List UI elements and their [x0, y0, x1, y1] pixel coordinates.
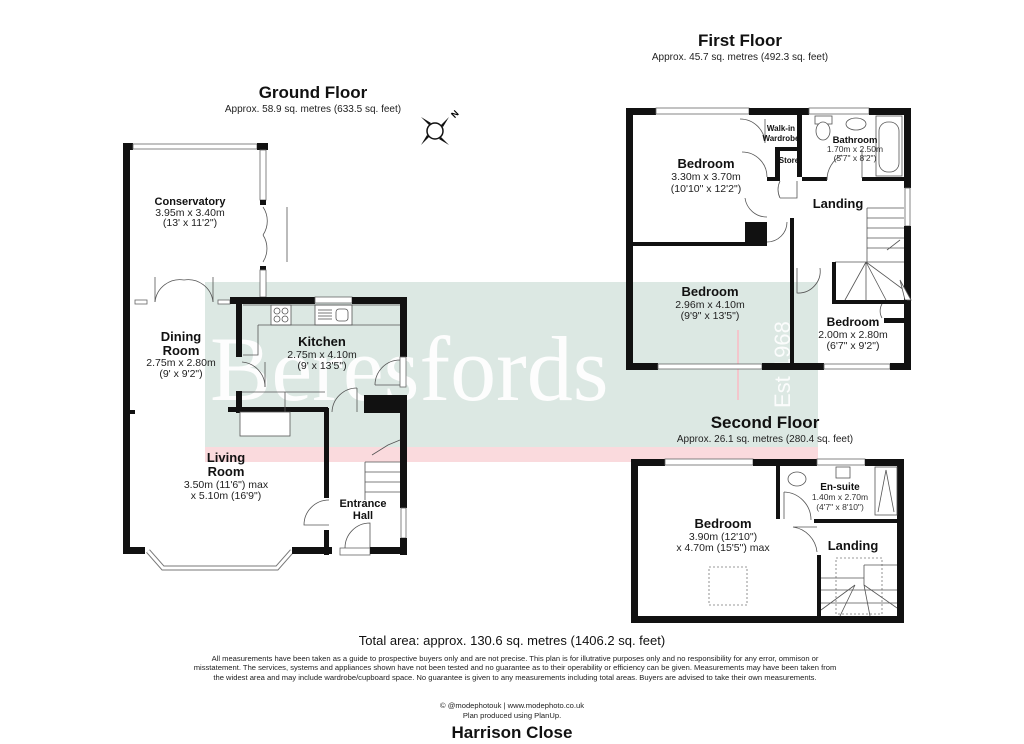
room-dims-bedroom-1-ft: (10'10" x 12'2"): [671, 183, 741, 195]
disclaimer: All measurements have been taken as a gu…: [193, 654, 837, 682]
room-label-bathroom: Bathroom: [833, 135, 878, 146]
compass-north-label: N: [449, 108, 461, 120]
credit: © @modephotouk | www.modephoto.co.uk Pla…: [0, 701, 1024, 720]
room-label-bedroom-4: Bedroom: [694, 516, 751, 531]
room-dims-bedroom-1-m: 3.30m x 3.70m: [671, 171, 741, 183]
room-dims-living-2: x 5.10m (16'9"): [191, 490, 262, 502]
first-floor-labels: Bedroom 3.30m x 3.70m (10'10" x 12'2") W…: [671, 124, 888, 352]
stairs-second: [820, 557, 898, 617]
room-dims-bedroom-3-m: 2.00m x 2.80m: [818, 329, 888, 341]
room-dims-ensuite-ft: (4'7" x 8'10"): [816, 502, 864, 512]
room-label-store: Store: [779, 156, 800, 165]
watermark-brand: Beresfords: [210, 318, 609, 420]
room-label-dining-1: Dining: [161, 329, 201, 344]
second-floor-labels: Bedroom 3.90m (12'10") x 4.70m (15'5") m…: [676, 482, 878, 554]
room-label-wardrobe-2: Wardrobe: [762, 134, 800, 143]
room-label-hall-1: Entrance: [339, 498, 386, 510]
room-label-dining-2: Room: [163, 343, 200, 358]
room-dims-bathroom-m: 1.70m x 2.50m: [827, 144, 883, 154]
room-label-wardrobe-1: Walk-in: [767, 124, 795, 133]
room-dims-bedroom-4-2: x 4.70m (15'5") max: [676, 542, 770, 554]
credit-line-1: © @modephotouk | www.modephoto.co.uk: [439, 701, 585, 710]
second-floor-plan: [631, 458, 904, 623]
stairs-ground: [364, 439, 401, 500]
room-label-landing-1: Landing: [813, 196, 864, 211]
watermark-accent-band: [205, 447, 818, 462]
room-label-conservatory: Conservatory: [155, 196, 227, 208]
compass-icon: N: [421, 108, 461, 145]
room-dims-dining-m: 2.75m x 2.80m: [146, 357, 216, 369]
room-label-bedroom-3: Bedroom: [827, 315, 880, 329]
room-dims-conservatory-m: 3.95m x 3.40m: [155, 207, 225, 219]
stairs-first: [834, 207, 912, 301]
ground-floor-title: Ground Floor: [259, 83, 368, 102]
room-label-living-2: Room: [208, 464, 245, 479]
velux-window: [708, 566, 748, 606]
room-label-bedroom-1: Bedroom: [677, 156, 734, 171]
room-label-ensuite: En-suite: [820, 482, 860, 493]
credit-line-2: Plan produced using PlanUp.: [462, 710, 562, 720]
room-label-landing-2: Landing: [828, 538, 879, 553]
second-floor-title: Second Floor: [711, 413, 820, 432]
room-dims-bedroom-3-ft: (6'7" x 9'2"): [827, 340, 880, 352]
second-floor-area: Approx. 26.1 sq. metres (280.4 sq. feet): [677, 434, 853, 445]
room-dims-bedroom-2-ft: (9'9" x 13'5"): [681, 310, 740, 322]
total-area: Total area: approx. 130.6 sq. metres (14…: [358, 633, 666, 648]
room-dims-bedroom-4-1: 3.90m (12'10"): [689, 531, 757, 543]
room-dims-kitchen-m: 2.75m x 4.10m: [287, 349, 357, 361]
ground-floor-area: Approx. 58.9 sq. metres (633.5 sq. feet): [225, 104, 401, 115]
room-dims-dining-ft: (9' x 9'2"): [159, 368, 202, 380]
room-label-hall-2: Hall: [353, 510, 373, 522]
first-floor-title: First Floor: [698, 31, 782, 50]
first-floor-plan: [626, 107, 912, 370]
room-label-bedroom-2: Bedroom: [681, 284, 738, 299]
room-label-kitchen: Kitchen: [298, 334, 346, 349]
room-dims-ensuite-m: 1.40m x 2.70m: [812, 492, 868, 502]
first-floor-area: Approx. 45.7 sq. metres (492.3 sq. feet): [652, 52, 828, 63]
ground-floor-labels: Conservatory 3.95m x 3.40m (13' x 11'2")…: [146, 196, 386, 522]
property-address: Harrison Close: [451, 723, 573, 742]
room-dims-bedroom-2-m: 2.96m x 4.10m: [675, 299, 745, 311]
room-dims-living-1: 3.50m (11'6") max: [184, 479, 269, 491]
room-dims-conservatory-ft: (13' x 11'2"): [163, 217, 217, 229]
room-label-living-1: Living: [207, 450, 245, 465]
room-dims-bathroom-ft: (5'7" x 8'2"): [834, 153, 877, 163]
ground-floor-plan: [123, 143, 407, 571]
room-dims-kitchen-ft: (9' x 13'5"): [297, 360, 346, 372]
